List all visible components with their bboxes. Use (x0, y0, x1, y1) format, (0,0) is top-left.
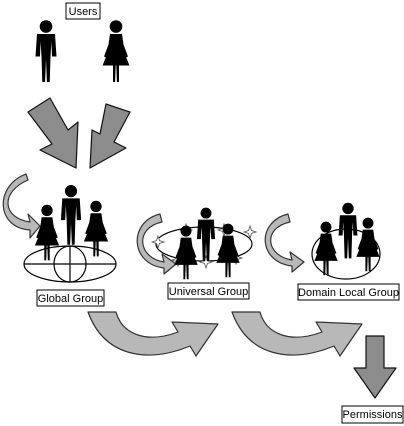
universal-group-node: Universal Group (136, 207, 257, 300)
curved-arrow-into-domain-local-group (264, 213, 305, 273)
users-figures (35, 20, 130, 83)
person-male-icon (35, 20, 57, 83)
arrow-global-to-universal (87, 311, 219, 357)
curved-arrow-into-global-group (2, 173, 41, 239)
arrow-down-right (89, 103, 131, 169)
svg-text:Permissions: Permissions (343, 409, 403, 421)
global-group-node: Global Group (23, 185, 117, 307)
global-group-members (34, 185, 109, 261)
svg-text:Users: Users (69, 6, 98, 18)
universal-group-members (174, 207, 240, 280)
svg-text:Universal Group: Universal Group (169, 286, 248, 298)
arrow-down-to-permissions (353, 335, 397, 399)
globe-icon (23, 245, 117, 283)
arrow-down-left (27, 97, 79, 169)
svg-text:Global Group: Global Group (38, 293, 103, 305)
users-label: Users (65, 2, 101, 20)
domain-local-group-node: Domain Local Group (264, 202, 400, 301)
arrow-universal-to-domain-local (231, 311, 363, 357)
permissions-label: Permissions (341, 405, 404, 424)
svg-text:Domain Local Group: Domain Local Group (298, 287, 399, 299)
person-female-icon (102, 20, 130, 83)
curved-arrow-into-universal-group (136, 213, 177, 275)
domain-local-group-members (314, 202, 380, 276)
